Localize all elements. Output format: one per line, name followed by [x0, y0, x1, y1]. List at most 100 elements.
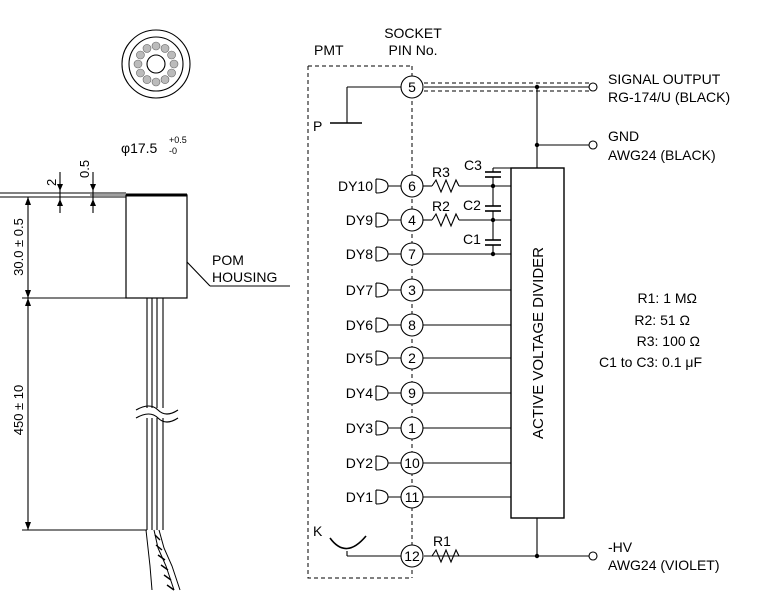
pin-row-9: DY4 9 [346, 381, 511, 405]
plate-label: P [313, 118, 322, 134]
r3-label: R3 [432, 164, 450, 180]
lead-length-label: 450 ± 10 [11, 385, 26, 436]
pin-number: 4 [408, 212, 416, 228]
resistor-r3: R3 [431, 164, 460, 194]
housing-label-line1: POM [212, 252, 244, 268]
pin-number: 10 [404, 455, 420, 471]
pin-circle [400, 208, 424, 232]
resistor-r2: R2 [431, 198, 460, 228]
socket-pinhole [167, 68, 176, 78]
pin-row-12: 12 [400, 544, 424, 568]
dynode-label: DY7 [346, 282, 373, 298]
dynode-symbol [375, 420, 401, 436]
pin-circle [400, 278, 424, 302]
housing-callout: POM HOUSING [186, 252, 290, 287]
gnd-label: GND [608, 128, 639, 144]
component-values: R1: 1 MΩ R2: 51 Ω R3: 100 Ω C1 to C3: 0.… [599, 290, 702, 370]
socket-pinhole [167, 50, 176, 60]
dynode-label: DY3 [346, 420, 373, 436]
pin-number: 7 [408, 246, 416, 262]
value-caps: C1 to C3: 0.1 μF [599, 354, 702, 370]
c3-label: C3 [464, 157, 482, 173]
gnd-cable-label: AWG24 (BLACK) [608, 147, 716, 163]
dynode-symbol [375, 178, 401, 194]
socket-pinhole [136, 50, 145, 60]
dynode-symbol [375, 317, 401, 333]
dynode-symbol [375, 282, 401, 298]
lead-wires [135, 298, 181, 591]
pmt-label: PMT [314, 42, 344, 58]
diameter-tol-plus: +0.5 [169, 135, 187, 145]
pin-number: 8 [408, 317, 416, 333]
pin-row-5: 5 [400, 75, 424, 99]
dynode-label: DY9 [346, 212, 373, 228]
dynode-label: DY4 [346, 385, 373, 401]
output-labels: SIGNAL OUTPUT RG-174/U (BLACK) GND AWG24… [608, 71, 730, 573]
socket-end-view [121, 29, 191, 99]
pin-circle [400, 485, 424, 509]
pin-number: 9 [408, 385, 416, 401]
housing-label-line2: HOUSING [212, 269, 277, 285]
pin-row-1: DY3 1 [346, 416, 511, 440]
pin-circle [400, 544, 424, 568]
pin-circle [400, 313, 424, 337]
dynode-symbol [375, 350, 401, 366]
height-label: 30.0 ± 0.5 [11, 218, 26, 276]
pin-circle [400, 416, 424, 440]
capacitor-ladder: C3 C2 C1 [459, 157, 511, 257]
socket-pinhole [169, 59, 179, 69]
socket-pinhole [133, 59, 143, 69]
socket-pinhole [142, 44, 152, 53]
pin-number: 12 [404, 548, 420, 564]
diameter-tol-minus: -0 [169, 146, 177, 156]
pin-row-8: DY6 8 [346, 313, 511, 337]
c1-label: C1 [463, 231, 481, 247]
dynode-label: DY8 [346, 246, 373, 262]
pin-number: 6 [408, 178, 416, 194]
c2-label: C2 [463, 197, 481, 213]
dim-05-label: 0.5 [77, 160, 92, 178]
dynode-symbol [375, 385, 401, 401]
dynode-symbol [375, 455, 401, 471]
lead-length-dimension: 450 ± 10 [11, 298, 147, 531]
diameter-dimension: φ17.5 +0.5 -0 [121, 135, 187, 156]
pin-circle [400, 451, 424, 475]
divider-label: ACTIVE VOLTAGE DIVIDER [530, 247, 547, 439]
pin-circle [400, 346, 424, 370]
dim-2-label: 2 [44, 179, 59, 186]
socket-label-line1: SOCKET [384, 25, 442, 41]
value-r1: R1: 1 MΩ [638, 290, 697, 306]
dynode-symbol [375, 489, 401, 505]
pin-row-7: DY8 7 [346, 242, 511, 266]
hv-cable-label: AWG24 (VIOLET) [608, 557, 720, 573]
dynode-symbol [375, 246, 401, 262]
diameter-label: φ17.5 [121, 140, 158, 156]
dynode-label: DY1 [346, 489, 373, 505]
socket-pinhole [160, 75, 170, 84]
pin-circle [400, 174, 424, 198]
top-dimensions: 2 0.5 [0, 160, 185, 213]
pin-circle [400, 242, 424, 266]
dynode-label: DY2 [346, 455, 373, 471]
signal-output-line [424, 82, 598, 168]
socket-pinhole [151, 77, 161, 87]
pmt-boundary: PMT SOCKET PIN No. [307, 25, 442, 579]
hv-label: -HV [608, 539, 633, 555]
socket-pinhole [160, 44, 170, 53]
signal-cable-label: RG-174/U (BLACK) [608, 89, 730, 105]
pmt-housing-body [125, 193, 188, 299]
dynode-label: DY6 [346, 317, 373, 333]
dynode-symbol [375, 212, 401, 228]
pin-number: 1 [408, 420, 416, 436]
active-voltage-divider: ACTIVE VOLTAGE DIVIDER [510, 167, 565, 519]
value-r3: R3: 100 Ω [637, 333, 700, 349]
dynode-label: DY5 [346, 350, 373, 366]
socket-pinhole [142, 75, 152, 84]
pin-row-4: DY9 4 [346, 208, 432, 232]
height-dimension: 30.0 ± 0.5 [11, 197, 126, 299]
gnd-line [534, 140, 598, 150]
